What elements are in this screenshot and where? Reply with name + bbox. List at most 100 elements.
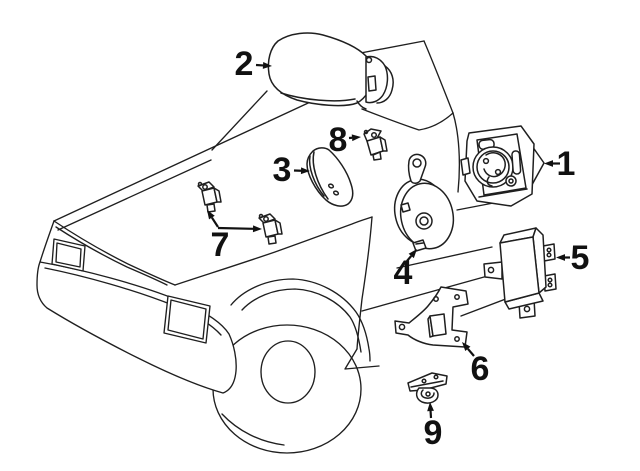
- sensor8-hole: [370, 131, 378, 139]
- callout-arrowhead-icon: [300, 167, 310, 175]
- emblem-swirl-2: [483, 168, 498, 178]
- hanger-tab-hole: [412, 158, 422, 168]
- callout-arrowhead-icon: [252, 225, 262, 233]
- fender-arch-inner: [241, 288, 362, 353]
- clockspring-lug-left: [400, 202, 411, 213]
- module-bottom-line: [478, 188, 528, 198]
- cab-corner: [344, 348, 380, 370]
- fascia-left-edge: [39, 220, 55, 263]
- ear-br-hole-2: [547, 282, 553, 288]
- ear-tr-hole-2: [546, 252, 552, 258]
- ear-tr-hole-1: [546, 247, 552, 253]
- callout-arrow-stem: [210, 216, 219, 228]
- sensor8-connector: [372, 151, 382, 161]
- bracket9-hole-1: [421, 378, 427, 384]
- dash-leader-line: [211, 90, 268, 151]
- bracket9-hole-2: [433, 374, 439, 380]
- callout-arrow-stem: [467, 348, 475, 357]
- callout-label-7: 7: [211, 226, 230, 264]
- bracket6-hole-left: [398, 323, 406, 331]
- callout-8: 8: [329, 121, 361, 159]
- callout-7: 7: [207, 210, 262, 264]
- callout-3: 3: [273, 151, 310, 189]
- rocker-line-lower: [361, 271, 503, 312]
- hood-front-edge: [53, 220, 176, 286]
- trim-hole-1: [327, 183, 335, 189]
- impact-sensor-left: [197, 181, 222, 213]
- callout-arrowhead-icon: [351, 134, 361, 142]
- part-7-front-impact-sensors: [197, 181, 283, 245]
- fender-arch-outer: [230, 278, 371, 362]
- part-2-passenger-airbag-module: [267, 32, 394, 110]
- trim-ridge-2: [312, 151, 329, 200]
- callout-label-6: 6: [471, 350, 490, 388]
- cowl-line: [53, 84, 348, 222]
- trim-body: [306, 147, 354, 207]
- module-slot: [511, 150, 522, 175]
- callout-arrow-stem: [406, 255, 413, 262]
- inflator-slot: [367, 75, 377, 92]
- sensor7b-connector: [267, 235, 277, 245]
- monitor-front-face: [499, 236, 540, 303]
- callout-4: 4: [394, 249, 417, 292]
- bracket6-boss-front: [429, 313, 447, 337]
- trim-hole-2: [332, 190, 340, 196]
- callout-arrowhead-icon: [462, 342, 471, 352]
- tire-sidewall-line: [221, 413, 285, 446]
- bracket6-hole-top: [454, 294, 460, 300]
- horn-ring-outer: [505, 175, 517, 187]
- dash-top-line: [361, 108, 454, 131]
- module-left-tab: [460, 157, 471, 176]
- callout-label-4: 4: [394, 254, 413, 292]
- bracket9-plate-edge: [410, 380, 444, 388]
- bracket9-hook-inner: [420, 389, 435, 399]
- a-pillar-lower: [452, 112, 461, 193]
- sensor7a-hole: [202, 184, 208, 190]
- callout-label-5: 5: [571, 239, 590, 277]
- callout-5: 5: [556, 239, 589, 277]
- clockspring-hub-inner: [419, 216, 429, 226]
- hood-front-edge-inner: [55, 226, 168, 286]
- part-6-mounting-bracket: [394, 286, 469, 348]
- hood-rear-lip: [57, 159, 212, 231]
- inflator-bracket-arc: [376, 65, 394, 104]
- part-9-sensor-bracket: [407, 372, 448, 404]
- housing-foot: [356, 100, 367, 110]
- sensor7a-stud: [197, 181, 203, 187]
- wheel-hub: [260, 340, 316, 404]
- callout-2: 2: [235, 45, 272, 83]
- a-pillar: [423, 40, 454, 114]
- callout-label-9: 9: [424, 414, 443, 452]
- inflator-stud: [365, 56, 373, 64]
- vehicle-outline: [36, 40, 533, 454]
- clockspring-lug-bottom: [412, 239, 427, 252]
- callout-label-1: 1: [557, 145, 576, 183]
- emblem-swirl-1: [485, 152, 506, 177]
- sensor7a-connector: [206, 203, 216, 213]
- lug-bottom-line: [415, 242, 424, 245]
- callout-1: 1: [544, 145, 575, 183]
- sensor7b-hole: [263, 216, 269, 222]
- callout-layer: 1 2 3 4 5 6 7 8 9: [207, 45, 589, 452]
- callout-arrowhead-icon: [556, 254, 565, 261]
- sensor7a-side: [213, 187, 222, 203]
- part-8-impact-sensor-cowl: [363, 128, 388, 161]
- emblem-swirl-3: [486, 176, 493, 187]
- sensor7a-bracket: [197, 181, 215, 192]
- bracket9-hook-hole: [425, 391, 431, 397]
- callout-9: 9: [424, 402, 443, 452]
- callout-arrowhead-icon: [408, 249, 417, 259]
- tab-bottom-hole: [523, 305, 531, 313]
- callout-label-3: 3: [273, 151, 292, 189]
- part-5-diagnostic-monitor: [483, 227, 557, 319]
- headlight-opening-inner: [55, 242, 82, 268]
- emblem-dot-1: [482, 157, 490, 165]
- callout-arrow-stem: [217, 226, 254, 230]
- part-3-dash-trim-bracket: [306, 147, 354, 207]
- ear-left-hole: [487, 266, 495, 274]
- door-front-edge: [356, 216, 373, 350]
- sensor8-side: [379, 136, 388, 152]
- sensor7b-bracket: [258, 213, 276, 224]
- horn-ring-inner: [508, 178, 514, 184]
